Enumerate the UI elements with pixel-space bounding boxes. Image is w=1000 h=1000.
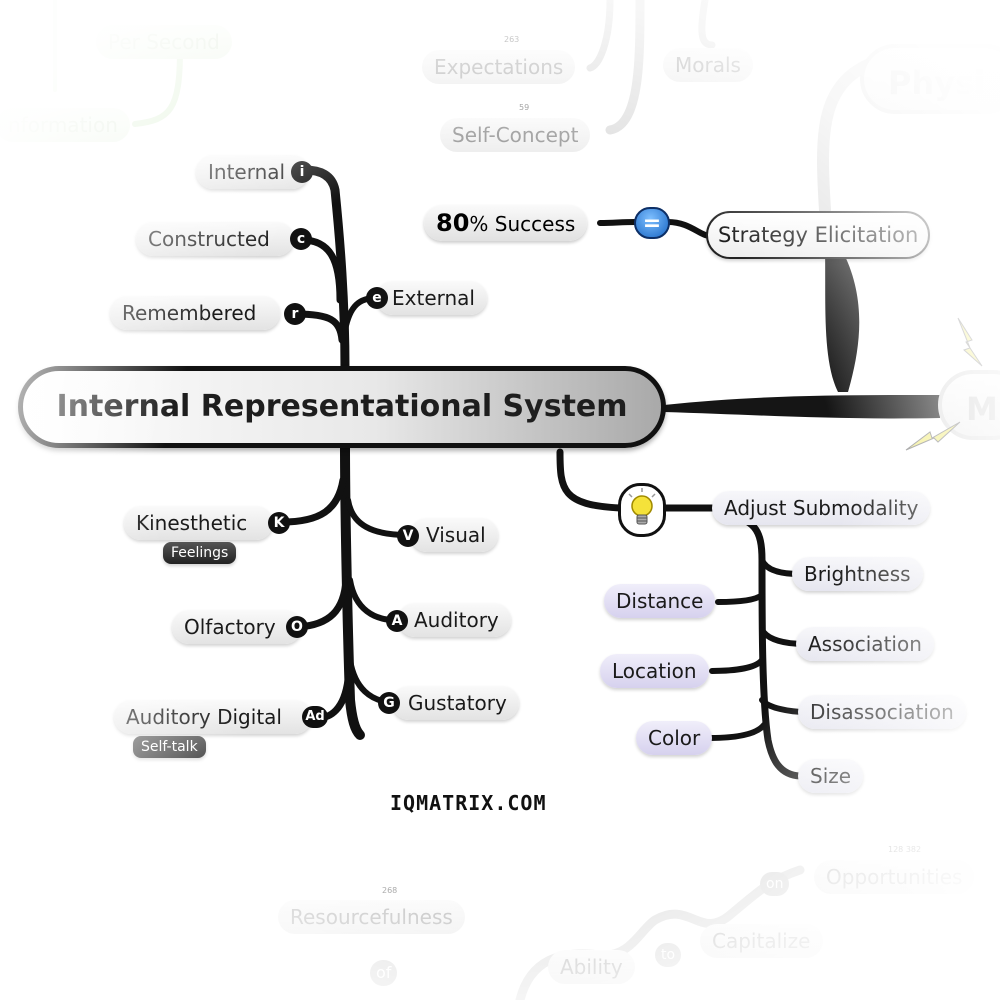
bg-node-capitalize: Capitalize xyxy=(700,924,823,958)
badge-constructed: c xyxy=(290,228,312,250)
node-disassociation[interactable]: Disassociation xyxy=(798,695,966,729)
note-self-talk: Self-talk xyxy=(133,736,206,758)
node-constructed-label: Constructed xyxy=(148,227,270,251)
bg-node-morals: Morals xyxy=(663,48,753,82)
node-internal-label: Internal xyxy=(208,160,286,184)
central-topic[interactable]: Internal Representational System xyxy=(18,366,666,448)
bg-node-self-concept: Self-Concept xyxy=(440,118,591,152)
node-auditory-label: Auditory xyxy=(414,608,499,632)
node-association[interactable]: Association xyxy=(796,627,934,661)
node-gustatory-label: Gustatory xyxy=(408,691,507,715)
success-percent-sign: % xyxy=(469,212,489,236)
node-color[interactable]: Color xyxy=(636,721,713,755)
node-auditory-digital[interactable]: Auditory Digital xyxy=(114,700,312,734)
node-size[interactable]: Size xyxy=(798,759,864,793)
bg-num-opportunities: 128 382 xyxy=(888,845,922,854)
node-remembered[interactable]: Remembered xyxy=(110,296,281,330)
bg-node-physi: Physi xyxy=(860,44,1000,114)
badge-auditory: A xyxy=(386,610,408,632)
note-feelings: Feelings xyxy=(163,542,237,564)
bg-num-self-concept: 59 xyxy=(519,103,530,112)
lightbulb-icon xyxy=(618,483,666,537)
bg-node-to: to xyxy=(655,943,682,967)
node-brightness[interactable]: Brightness xyxy=(792,557,923,591)
bg-node-expectations: Expectations xyxy=(422,50,576,84)
success-label: Success xyxy=(494,212,576,236)
bg-num-expectations: 263 xyxy=(504,35,520,44)
node-constructed[interactable]: Constructed xyxy=(136,222,294,256)
node-auditory-digital-label: Auditory Digital xyxy=(126,705,282,729)
badge-gustatory: G xyxy=(378,692,400,714)
node-external[interactable]: External xyxy=(376,281,487,315)
node-visual-label: Visual xyxy=(426,523,486,547)
badge-internal: i xyxy=(291,161,313,183)
bg-num-resourcefulness: 268 xyxy=(382,886,398,895)
node-remembered-label: Remembered xyxy=(122,301,257,325)
node-adjust-submodality[interactable]: Adjust Submodality xyxy=(712,491,931,525)
node-olfactory-label: Olfactory xyxy=(184,615,276,639)
node-kinesthetic[interactable]: Kinesthetic xyxy=(124,506,274,540)
node-external-label: External xyxy=(392,286,475,310)
node-location[interactable]: Location xyxy=(600,654,709,688)
node-success[interactable]: 80% Success xyxy=(424,205,588,241)
brand-logo-text: IQMATRIX.COM xyxy=(390,791,547,815)
badge-visual: V xyxy=(397,525,419,547)
node-auditory[interactable]: Auditory xyxy=(398,603,511,637)
node-gustatory[interactable]: Gustatory xyxy=(392,686,519,720)
bg-node-ability: Ability xyxy=(548,950,635,984)
node-visual[interactable]: Visual xyxy=(410,518,498,552)
node-distance[interactable]: Distance xyxy=(604,584,716,618)
node-strategy-elicitation[interactable]: Strategy Elicitation xyxy=(706,211,931,259)
badge-olfactory: O xyxy=(286,616,308,638)
bg-node-information: nformation xyxy=(0,108,130,142)
bg-node-per-second: Per Second xyxy=(96,25,232,59)
bg-node-on: on xyxy=(760,872,790,896)
node-olfactory[interactable]: Olfactory xyxy=(172,610,302,644)
lightning-icon xyxy=(905,317,983,451)
badge-auditory-digital: Ad xyxy=(302,706,328,728)
equals-icon: = xyxy=(634,207,670,239)
badge-external: e xyxy=(366,287,388,309)
badge-remembered: r xyxy=(284,303,306,325)
bg-node-resourcefulness: Resourcefulness xyxy=(278,900,465,934)
bg-node-opportunities: Opportunities xyxy=(814,860,975,894)
success-percent: 80 xyxy=(436,209,470,237)
node-kinesthetic-label: Kinesthetic xyxy=(136,511,248,535)
badge-kinesthetic: K xyxy=(268,512,290,534)
